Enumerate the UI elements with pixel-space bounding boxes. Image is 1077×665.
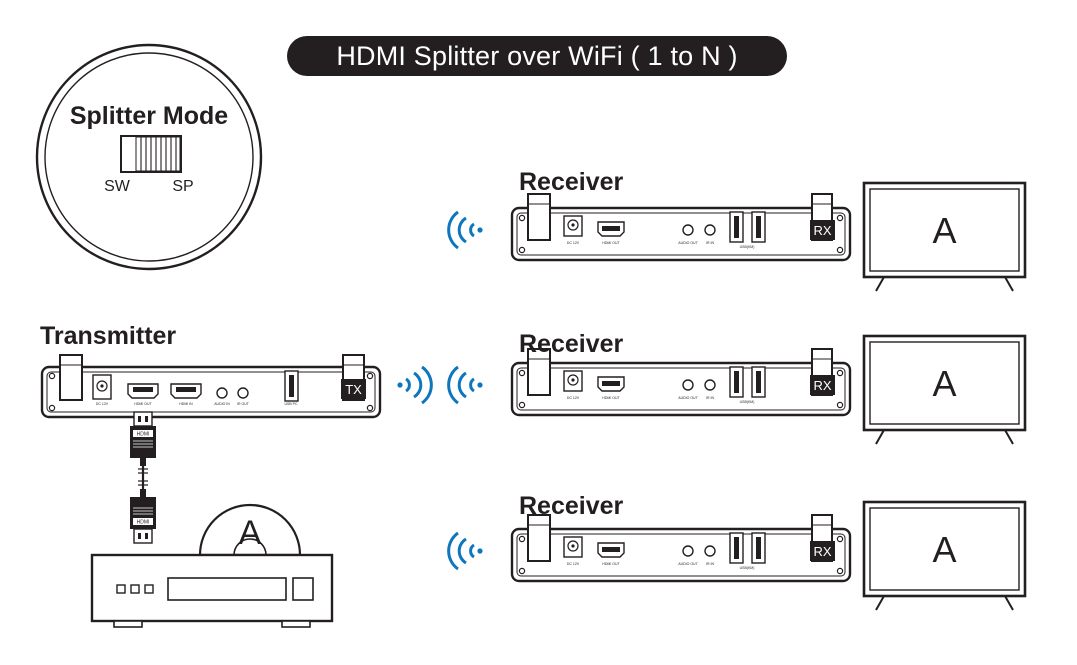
tx-port-audio-in: AUDIO IN: [214, 402, 230, 406]
receiver-label: Receiver: [519, 492, 624, 520]
tx-wifi-icon: [395, 365, 433, 405]
transmitter-unit: DC 12V HDMI OUT HDMI IN AUDIO IN IR OUT …: [40, 354, 382, 419]
source-player: [90, 553, 334, 628]
mode-switch[interactable]: [120, 135, 182, 173]
tx-port-usb: USB PC: [284, 402, 298, 406]
rx-badge: RX: [813, 544, 831, 559]
mode-sw-label: SW: [104, 178, 131, 195]
rx-wifi-icon: [447, 531, 485, 571]
rx-wifi-icon: [447, 365, 485, 405]
tx-port-hdmi-in: HDMI IN: [179, 402, 193, 406]
tv-screen-letter: A: [932, 529, 956, 570]
receiver-unit: RX: [447, 192, 852, 262]
rx-badge: RX: [813, 223, 831, 238]
receiver-unit: RX: [447, 347, 852, 417]
tv-screen-letter: A: [932, 210, 956, 251]
tv-screen-letter: A: [932, 363, 956, 404]
tx-port-ir-out: IR OUT: [237, 402, 250, 406]
tv-icon: A: [862, 500, 1027, 612]
cable-top-plug-label: HDMI: [137, 432, 150, 438]
splitter-mode-heading: Splitter Mode: [70, 102, 228, 130]
disc-icon: A: [198, 503, 302, 557]
diagram-title: HDMI Splitter over WiFi ( 1 to N ): [287, 36, 787, 76]
transmitter-label: Transmitter: [40, 322, 177, 350]
rx-badge: RX: [813, 378, 831, 393]
receiver-label: Receiver: [519, 168, 624, 196]
tv-icon: A: [862, 181, 1027, 293]
disc-letter: A: [239, 514, 262, 552]
tx-port-hdmi-out: HDMI OUT: [134, 402, 152, 406]
receiver-label: Receiver: [519, 330, 624, 358]
tx-port-dc: DC 12V: [96, 402, 109, 406]
tx-badge: TX: [345, 382, 362, 397]
receiver-unit: RX: [447, 513, 852, 583]
cable-bottom-plug-label: HDMI: [137, 520, 150, 526]
rx-wifi-icon: [447, 210, 485, 250]
mode-sp-label: SP: [172, 178, 193, 195]
tv-icon: A: [862, 334, 1027, 446]
splitter-mode-dial: Splitter Mode SW SP: [35, 43, 263, 271]
hdmi-cable: HDMI HDMI: [130, 411, 156, 544]
